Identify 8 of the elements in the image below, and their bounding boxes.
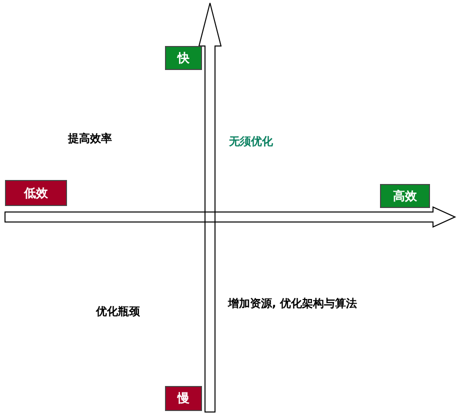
axis-label-box: 快: [165, 46, 202, 70]
axis-label-box: 慢: [165, 386, 202, 411]
quadrant-label: 优化瓶颈: [96, 304, 140, 319]
quadrant-label: 增加资源, 优化架构与算法: [228, 296, 358, 311]
quadrant-label: 提高效率: [68, 131, 112, 146]
axis-label-box: 低效: [5, 180, 67, 206]
axis-label-box: 高效: [380, 184, 430, 208]
quadrant-label: 无须优化: [229, 134, 273, 149]
